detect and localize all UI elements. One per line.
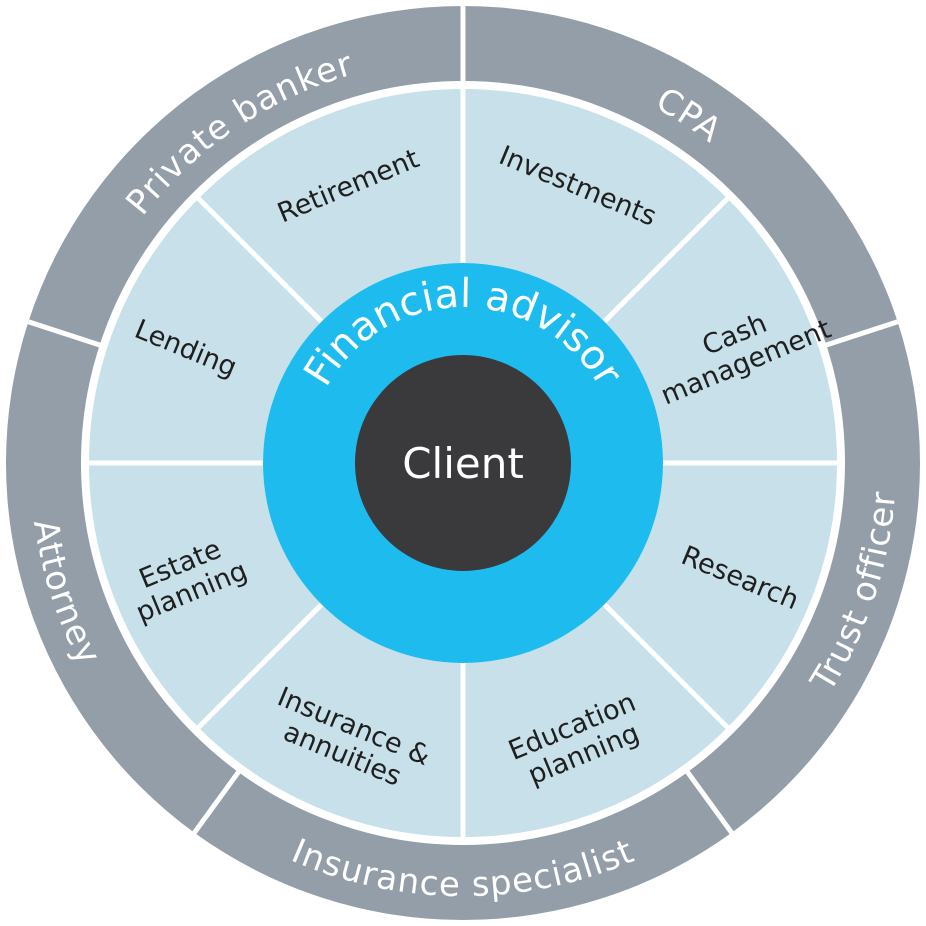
client-core	[355, 355, 571, 571]
outer-segment-attorney	[5, 321, 241, 833]
outer-divider	[191, 767, 243, 836]
outer-divider	[25, 318, 105, 349]
middle-ring-dividers	[81, 81, 845, 845]
middle-divider	[193, 602, 324, 733]
middle-divider	[602, 193, 733, 324]
outer-divider	[683, 767, 735, 836]
client-label: Client	[402, 439, 524, 488]
outer-divider	[821, 318, 901, 349]
middle-divider	[193, 193, 324, 324]
outer-segment-trust-officer	[685, 321, 920, 833]
outer-segment-private-banker	[28, 6, 463, 347]
middle-divider	[602, 602, 733, 733]
outer-segment-cpa	[463, 6, 898, 347]
ring-gap	[81, 81, 845, 845]
outer-ring-dividers	[25, 4, 901, 836]
